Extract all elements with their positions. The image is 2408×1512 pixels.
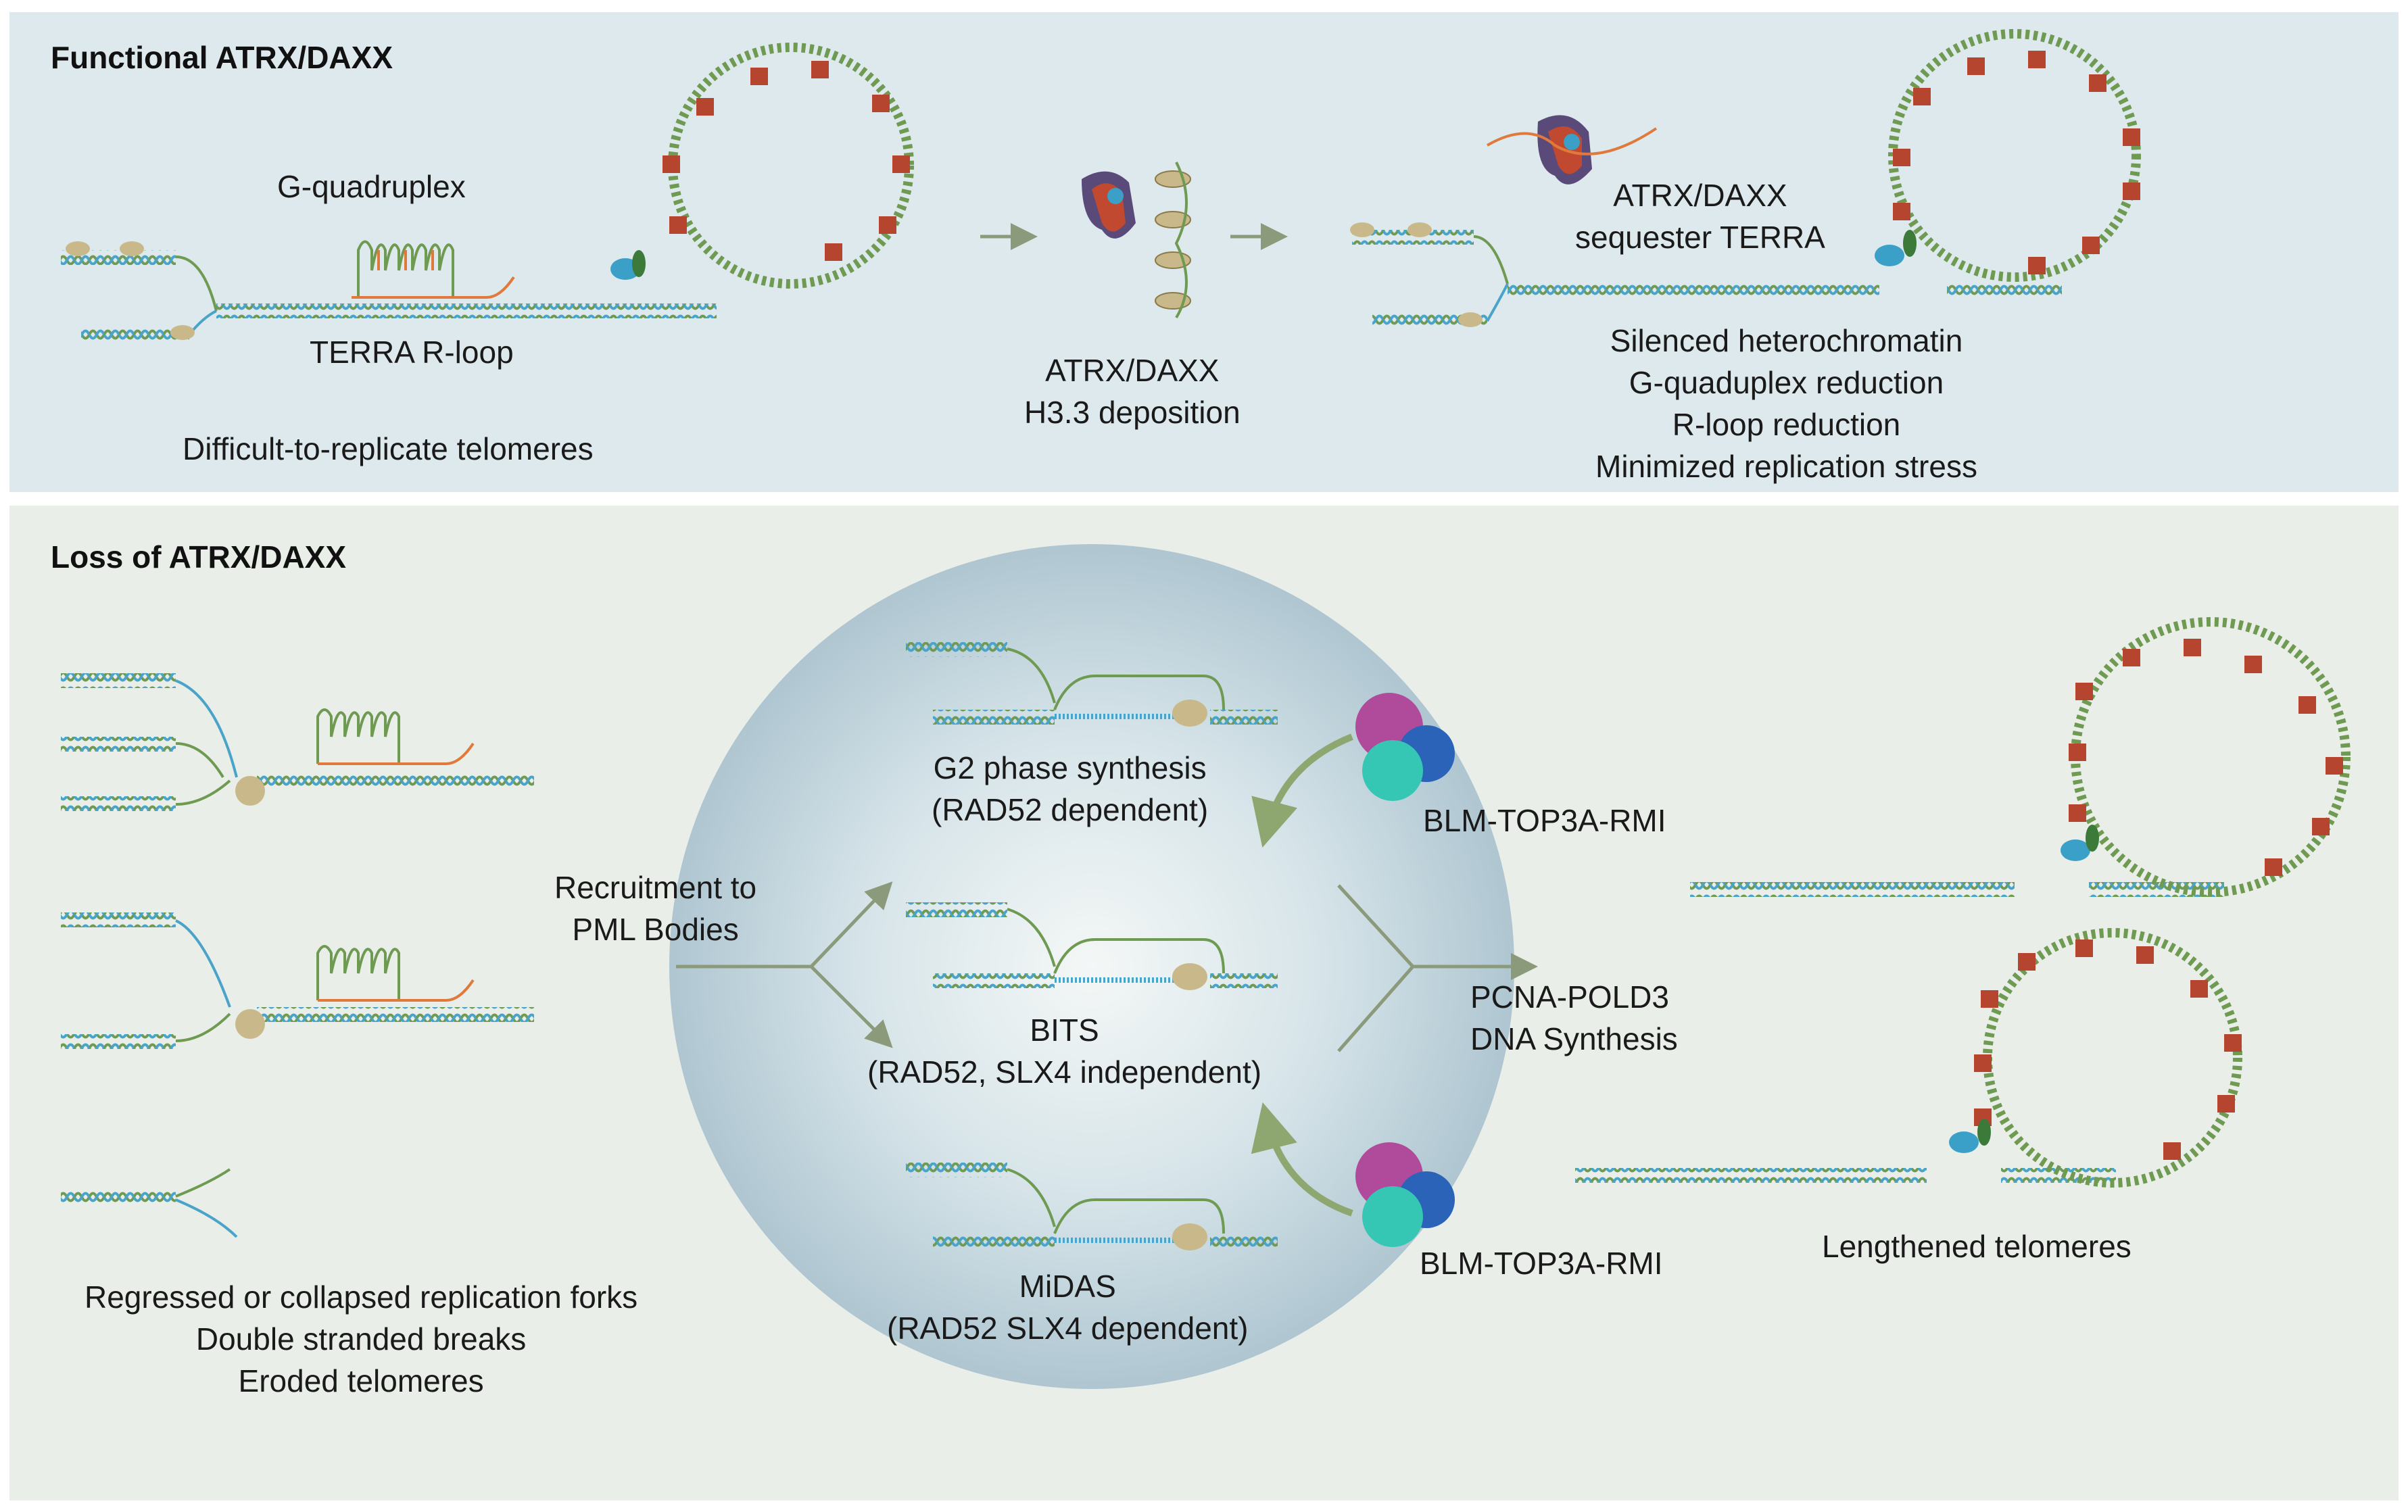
midas-label: MiDAS (RAD52 SLX4 dependent) xyxy=(887,1265,1248,1349)
outcome-item: G-quaduplex reduction xyxy=(1629,365,1944,400)
top-right-telomere xyxy=(1350,29,2141,328)
blm-bottom-label: BLM-TOP3A-RMI xyxy=(1420,1246,1663,1281)
lengthened-telomere-1 xyxy=(1690,617,2351,897)
atrx-daxx-terra-icon xyxy=(1486,115,1658,185)
top-panel-title: Functional ATRX/DAXX xyxy=(51,40,393,75)
loss-consequences: Regressed or collapsed replication forks… xyxy=(85,1276,637,1402)
bottom-panel-title: Loss of ATRX/DAXX xyxy=(51,539,347,575)
pathway-midas xyxy=(906,1163,1278,1250)
pathway-bits xyxy=(906,902,1278,990)
pcna-label: PCNA-POLD3 DNA Synthesis xyxy=(1470,976,1678,1060)
blm-arrow-top xyxy=(1251,733,1353,848)
lengthened-telomere-2 xyxy=(1575,928,2242,1188)
g-quadruplex-label: G-quadruplex xyxy=(277,169,466,204)
sequester-line-1: ATRX/DAXX xyxy=(1613,178,1787,213)
bits-label: BITS (RAD52, SLX4 independent) xyxy=(867,1009,1261,1093)
midas-line-1: MiDAS xyxy=(1019,1269,1116,1304)
recruitment-line-2: PML Bodies xyxy=(572,912,739,947)
h33-deposition-label: H3.3 deposition xyxy=(1024,395,1241,430)
g2-synthesis-label: G2 phase synthesis (RAD52 dependent) xyxy=(932,747,1208,831)
shelterin-icons xyxy=(663,61,910,261)
recruitment-label: Recruitment to PML Bodies xyxy=(554,867,756,950)
pathway-g2 xyxy=(906,642,1278,727)
midas-line-2: (RAD52 SLX4 dependent) xyxy=(887,1311,1249,1346)
blm-arrow-bottom xyxy=(1251,1102,1353,1217)
bottom-left-forks xyxy=(61,673,534,1238)
top-panel xyxy=(9,12,2399,492)
pml-body xyxy=(669,544,1514,1389)
bits-line-2: (RAD52, SLX4 independent) xyxy=(867,1054,1262,1090)
g-quadruplex-icon xyxy=(357,240,454,297)
difficult-telomeres-label: Difficult-to-replicate telomeres xyxy=(183,431,594,466)
blm-complex-bottom-icon xyxy=(1355,1142,1455,1247)
terra-rloop-rna xyxy=(352,276,515,299)
nucleosome-icon xyxy=(66,241,195,340)
atrx-daxx-h33-label: ATRX/DAXX H3.3 deposition xyxy=(1024,349,1241,433)
atrx-daxx-label: ATRX/DAXX xyxy=(1045,353,1220,388)
sequester-terra-label: ATRX/DAXX sequester TERRA xyxy=(1575,174,1825,258)
outcome-item: Silenced heterochromatin xyxy=(1610,323,1963,358)
g2-line-2: (RAD52 dependent) xyxy=(932,792,1209,827)
consequence-item: Double stranded breaks xyxy=(195,1321,527,1357)
terra-rloop-label: TERRA R-loop xyxy=(310,335,514,370)
g2-line-1: G2 phase synthesis xyxy=(933,750,1207,785)
functional-outcomes: Silenced heterochromatin G-quaduplex red… xyxy=(1595,320,1977,487)
outcome-item: Minimized replication stress xyxy=(1595,449,1977,484)
consequence-item: Eroded telomeres xyxy=(238,1363,484,1398)
lengthened-telomeres-label: Lengthened telomeres xyxy=(1822,1229,2132,1264)
recruitment-line-1: Recruitment to xyxy=(554,870,757,905)
bits-line-1: BITS xyxy=(1030,1013,1099,1048)
atrx-daxx-icon xyxy=(1082,171,1136,239)
blm-top-label: BLM-TOP3A-RMI xyxy=(1423,803,1666,838)
h33-nucleosome-stack xyxy=(1155,170,1191,310)
outcome-item: R-loop reduction xyxy=(1672,407,1901,442)
blm-complex-top-icon xyxy=(1355,693,1455,801)
branch-arrows xyxy=(676,881,1538,1052)
sequester-line-2: sequester TERRA xyxy=(1575,220,1825,255)
pcna-line-1: PCNA-POLD3 xyxy=(1470,979,1669,1015)
top-left-telomere xyxy=(61,29,2141,341)
consequence-item: Regressed or collapsed replication forks xyxy=(85,1279,638,1315)
pcna-line-2: DNA Synthesis xyxy=(1470,1021,1678,1056)
trf-icon xyxy=(632,250,646,277)
